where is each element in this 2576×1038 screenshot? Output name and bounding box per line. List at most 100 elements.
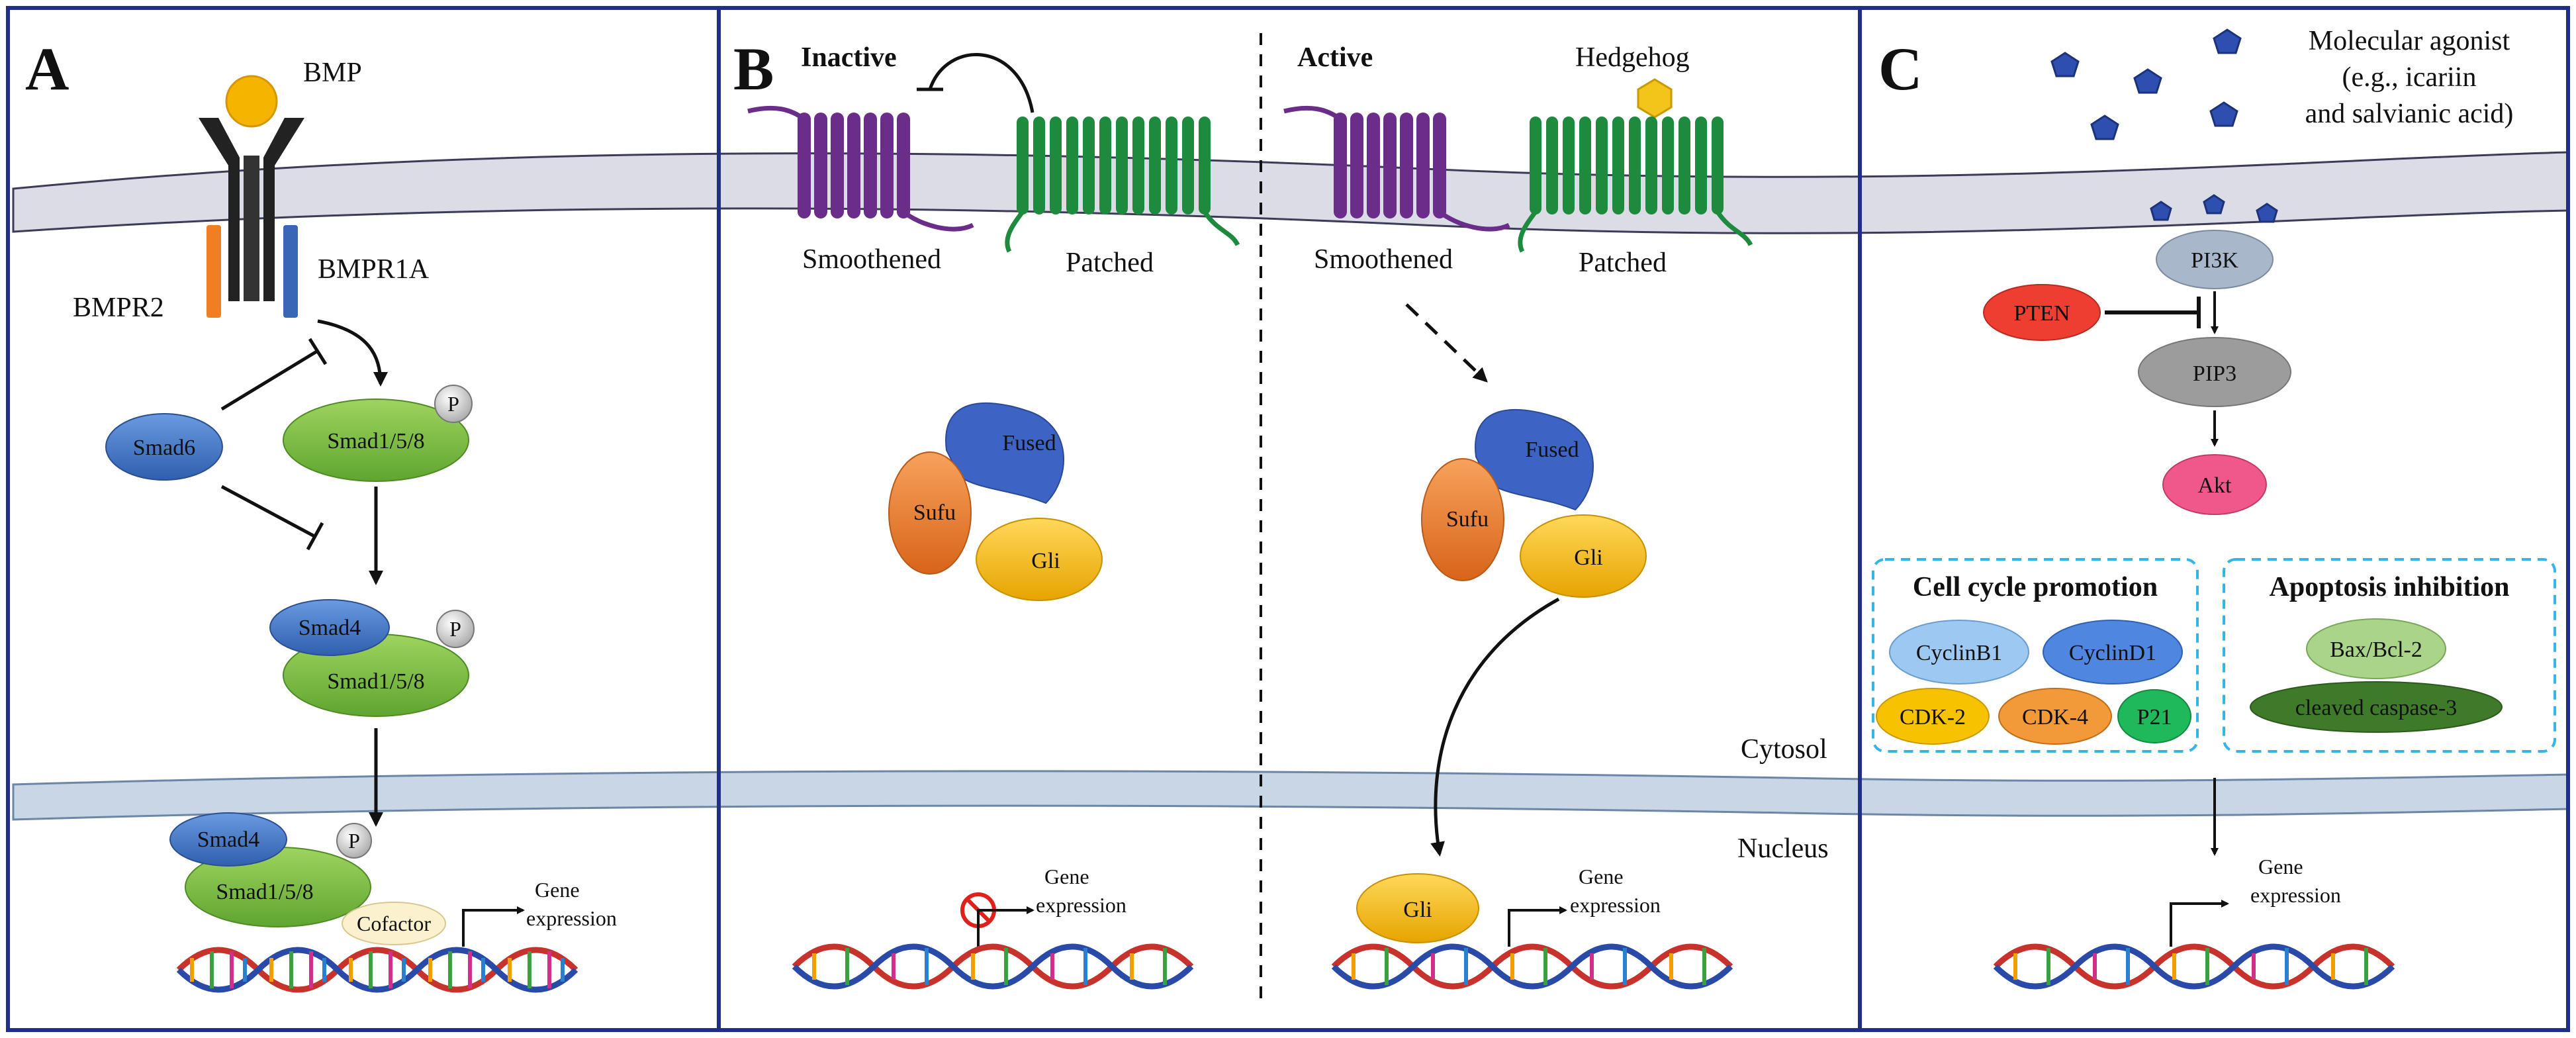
- dna-helix-icon: [1993, 943, 2395, 990]
- phospho-icon: [434, 385, 473, 423]
- agonist-molecule-icon: [2150, 201, 2172, 221]
- dna-helix-icon: [792, 943, 1194, 990]
- fused-node-inactive: [945, 402, 1064, 504]
- gli-label-inactive: Gli: [1031, 549, 1060, 573]
- bmpr1a-label: BMPR1A: [318, 254, 430, 285]
- bmpr2-subunit: [207, 225, 221, 318]
- smad6-node: [105, 413, 223, 481]
- cyclinb1-node: [1889, 620, 2029, 684]
- bmp-label: BMP: [303, 58, 362, 88]
- agonist-molecule-icon: [2050, 52, 2080, 77]
- gli-node-active: [1520, 514, 1647, 598]
- gene-expression-label-c-2: expression: [2250, 883, 2341, 907]
- svg-text:Smad1/5/8: Smad1/5/8: [216, 880, 313, 904]
- bmpr2-label: BMPR2: [73, 293, 164, 323]
- cyclind1-node: [2043, 620, 2183, 684]
- smad158-node-1: [283, 399, 469, 482]
- agonist-molecule-icon: [2209, 101, 2238, 127]
- gene-expression-label-c-1: Gene: [2258, 855, 2303, 878]
- gli-label-nucleus: Gli: [1403, 898, 1432, 922]
- dna-helix-icon: [176, 947, 578, 993]
- smad4-node-2: [169, 812, 287, 867]
- nuclear-membrane: [12, 770, 2569, 821]
- dna-helix-icon: [1331, 943, 1733, 990]
- gli-node-nucleus: [1356, 873, 1479, 943]
- cyclinb1-label: CyclinB1: [1916, 641, 2002, 665]
- smad4-label-1: Smad4: [299, 616, 361, 640]
- bmpr1a-subunit: [283, 225, 298, 318]
- agonist-molecule-icon: [2090, 115, 2119, 140]
- patched-label-active: Patched: [1579, 248, 1667, 278]
- cdk4-node: [1998, 688, 2112, 745]
- svg-text:P: P: [449, 617, 461, 641]
- pten-label: PTEN: [2014, 301, 2070, 326]
- agonist-molecules: [2050, 28, 2278, 223]
- transcription-arrow: [462, 906, 525, 947]
- pi3k-label: PI3K: [2191, 248, 2238, 273]
- panel-a: A BMP BMPR2 BMPR1A Smad6 Smad1/5/8 P: [25, 35, 617, 993]
- apoptosis-box: [2223, 558, 2556, 753]
- phospho-icon: [336, 823, 372, 859]
- apoptosis-title: Apoptosis inhibition: [2270, 572, 2510, 602]
- fused-label-inactive: Fused: [1002, 431, 1056, 455]
- agonist-molecule-icon: [2256, 203, 2278, 223]
- agonist-label-1: Molecular agonist: [2309, 26, 2510, 56]
- phospho-icon: [436, 610, 475, 648]
- caspase3-label: cleaved caspase-3: [2295, 696, 2457, 720]
- smad6-label: Smad6: [133, 436, 195, 460]
- baxbcl2-label: Bax/Bcl-2: [2330, 637, 2422, 662]
- cell-cycle-title: Cell cycle promotion: [1913, 572, 2158, 602]
- cofactor-node: [342, 902, 446, 945]
- hedgehog-label: Hedgehog: [1575, 42, 1690, 73]
- agonist-molecule-icon: [2133, 68, 2162, 94]
- smoothened-receptor-icon: [747, 105, 974, 232]
- pten-node: [1983, 284, 2101, 341]
- bmp-ligand-icon: [225, 75, 278, 128]
- patched-receptor-icon: [1005, 117, 1240, 253]
- p21-label: P21: [2137, 705, 2172, 730]
- cdk2-node: [1876, 688, 1990, 745]
- panel-c: C Molecular agonist (e.g., icariin and s…: [1872, 26, 2556, 990]
- fused-node-active: [1475, 408, 1594, 511]
- patched-receptor-icon: [1518, 117, 1753, 253]
- panel-b-letter: B: [733, 35, 774, 103]
- receptor-to-smad-arrow: [317, 319, 388, 387]
- agonist-label-3: and salvianic acid): [2305, 99, 2514, 129]
- smad6-inhibit-line-1: [220, 349, 319, 411]
- gene-expression-label-a-1: Gene: [535, 878, 580, 902]
- agonist-molecule-icon: [2203, 194, 2225, 214]
- smad158-label-1: Smad1/5/8: [327, 429, 424, 453]
- smoothened-label-active: Smoothened: [1314, 244, 1453, 275]
- svg-text:Smad1/5/8: Smad1/5/8: [327, 669, 424, 694]
- gli-label-active: Gli: [1574, 545, 1602, 570]
- patched-label-inactive: Patched: [1066, 248, 1154, 278]
- akt-label: Akt: [2198, 473, 2232, 498]
- sufu-label-inactive: Sufu: [913, 500, 956, 525]
- nucleus-label: Nucleus: [1737, 833, 1829, 864]
- caspase3-node: [2250, 681, 2503, 733]
- gene-expression-label-b-active-1: Gene: [1579, 865, 1624, 888]
- sufu-node-active: [1421, 458, 1504, 581]
- pip3-node: [2138, 337, 2291, 407]
- svg-text:P: P: [348, 829, 360, 853]
- fused-label-active: Fused: [1525, 438, 1579, 462]
- cofactor-label: Cofactor: [357, 912, 431, 935]
- pi3k-node: [2156, 230, 2274, 289]
- cdk2-label: CDK-2: [1900, 705, 1966, 730]
- gene-expression-label-b-inactive-2: expression: [1036, 893, 1127, 917]
- svg-text:Smad4: Smad4: [197, 827, 259, 852]
- sufu-node-inactive: [888, 451, 972, 575]
- gli-node-inactive: [976, 518, 1103, 601]
- p21-node: [2117, 689, 2191, 743]
- cytosol-label: Cytosol: [1741, 734, 1827, 765]
- smoothened-label-inactive: Smoothened: [802, 244, 941, 275]
- smad6-inhibit-line-2: [220, 485, 316, 538]
- gene-expression-label-b-inactive-1: Gene: [1044, 865, 1089, 888]
- baxbcl2-node: [2306, 618, 2446, 679]
- smoothened-receptor-icon: [1283, 105, 1510, 232]
- panel-b: B Inactive Active Smoothened Patched Fus…: [733, 33, 1829, 1006]
- panel-a-letter: A: [25, 35, 69, 103]
- cell-cycle-box: [1872, 558, 2199, 753]
- cdk4-label: CDK-4: [2022, 705, 2088, 730]
